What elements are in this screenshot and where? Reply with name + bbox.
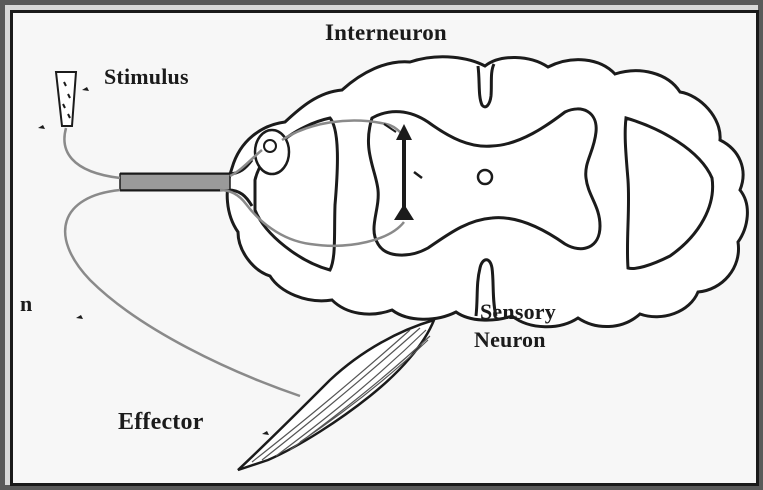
effector-muscle bbox=[238, 320, 434, 470]
interneuron-label: Interneuron bbox=[325, 20, 447, 46]
sensory-neuron-label-line2: Neuron bbox=[474, 327, 546, 353]
spinal-nerve-bundle bbox=[120, 174, 230, 190]
partial-label: n bbox=[20, 291, 32, 317]
effector-label: Effector bbox=[118, 409, 204, 435]
ganglion-cell-body bbox=[264, 140, 276, 152]
stray-mark bbox=[262, 431, 269, 435]
stray-mark bbox=[76, 315, 83, 319]
central-canal bbox=[478, 170, 492, 184]
sensory-neuron-label-line1: Sensory bbox=[480, 299, 556, 325]
stimulus-label: Stimulus bbox=[104, 64, 189, 90]
stray-mark bbox=[82, 87, 89, 91]
stray-mark bbox=[38, 125, 45, 129]
stimulus-receptor bbox=[56, 72, 76, 126]
